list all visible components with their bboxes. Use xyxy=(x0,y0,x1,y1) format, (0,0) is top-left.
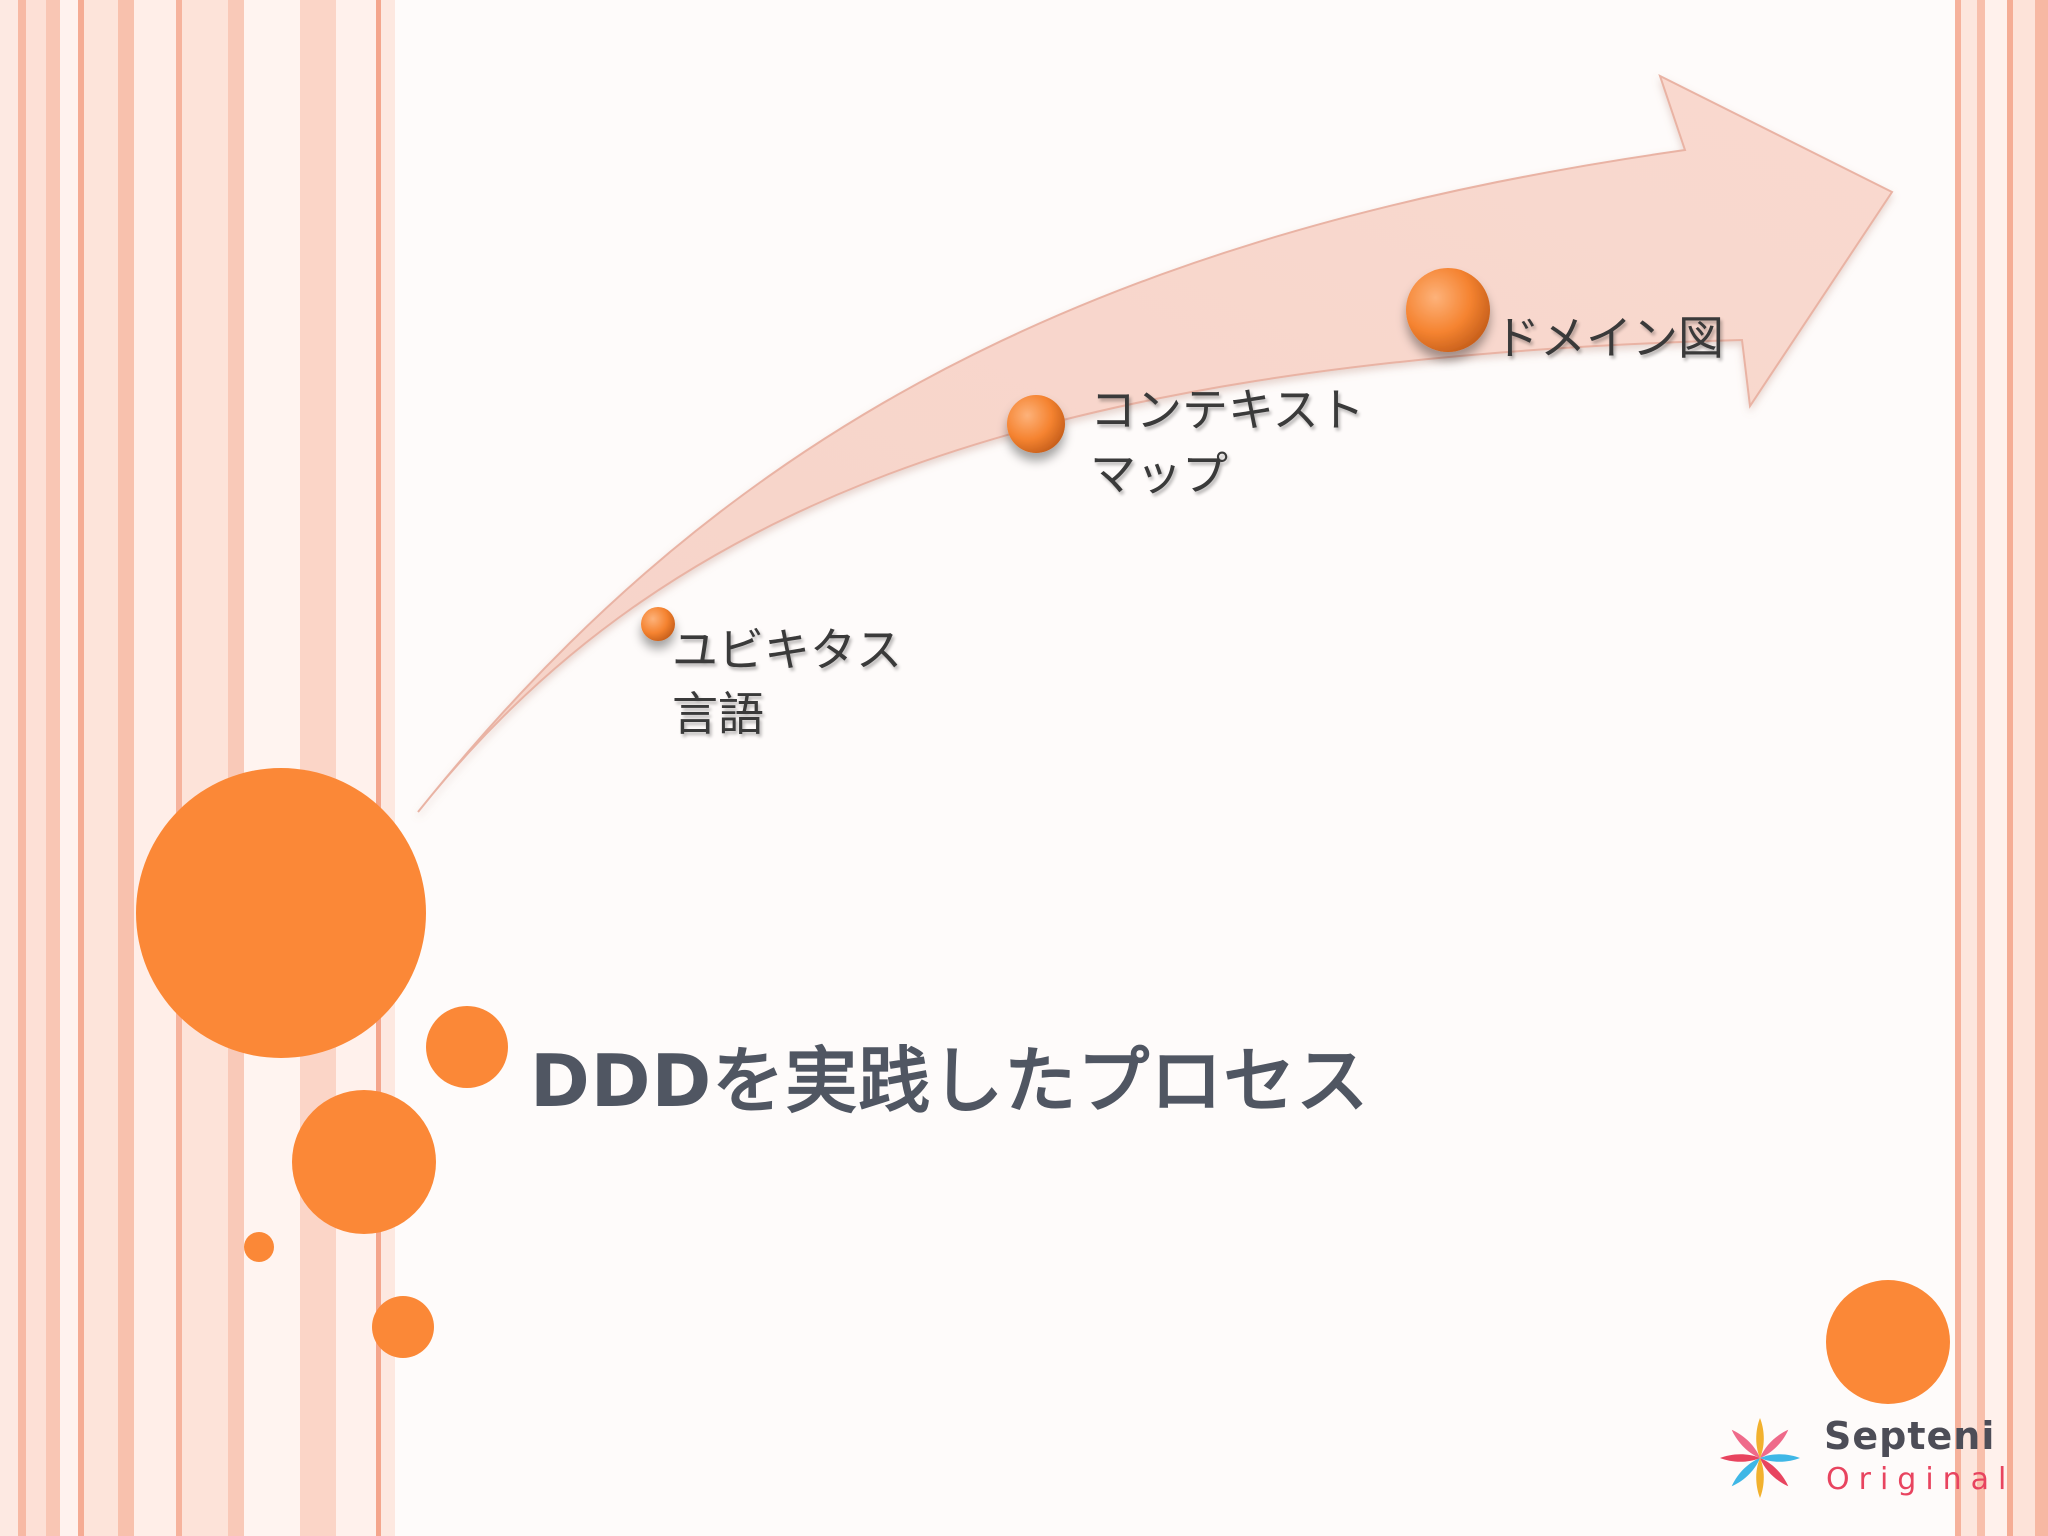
step-label-1-line2: 言語 xyxy=(672,687,764,741)
decorative-circle-title xyxy=(426,1006,508,1088)
step-marker-2 xyxy=(1007,395,1065,453)
decorative-circle-tiny xyxy=(244,1232,274,1262)
logo-sub: Original xyxy=(1826,1462,2016,1497)
left-stripe-decoration xyxy=(0,0,395,1536)
step-label-3: ドメイン図 xyxy=(1494,306,1724,370)
step-label-2-line1: コンテキスト xyxy=(1090,383,1365,437)
decorative-circle-small xyxy=(372,1296,434,1358)
curved-arrow-shape xyxy=(417,74,1894,813)
step-label-1: ユビキタス 言語 xyxy=(672,618,902,746)
decorative-circle-large xyxy=(136,768,426,1058)
decorative-circle-medium xyxy=(292,1090,436,1234)
right-stripe-decoration xyxy=(1955,0,2048,1536)
step-label-3-line1: ドメイン図 xyxy=(1494,311,1724,365)
step-marker-1 xyxy=(641,607,675,641)
step-label-2: コンテキスト マップ xyxy=(1090,378,1365,506)
decorative-circle-corner xyxy=(1826,1280,1950,1404)
logo-name: Septeni xyxy=(1824,1414,1996,1458)
septeni-logo: Septeni Original xyxy=(1712,1410,2006,1506)
step-label-2-line2: マップ xyxy=(1090,447,1228,501)
slide-title: DDDを実践したプロセス xyxy=(530,1039,1370,1123)
step-marker-3 xyxy=(1406,268,1490,352)
step-label-1-line1: ユビキタス xyxy=(672,623,902,677)
pinwheel-logo-icon xyxy=(1720,1418,1800,1498)
